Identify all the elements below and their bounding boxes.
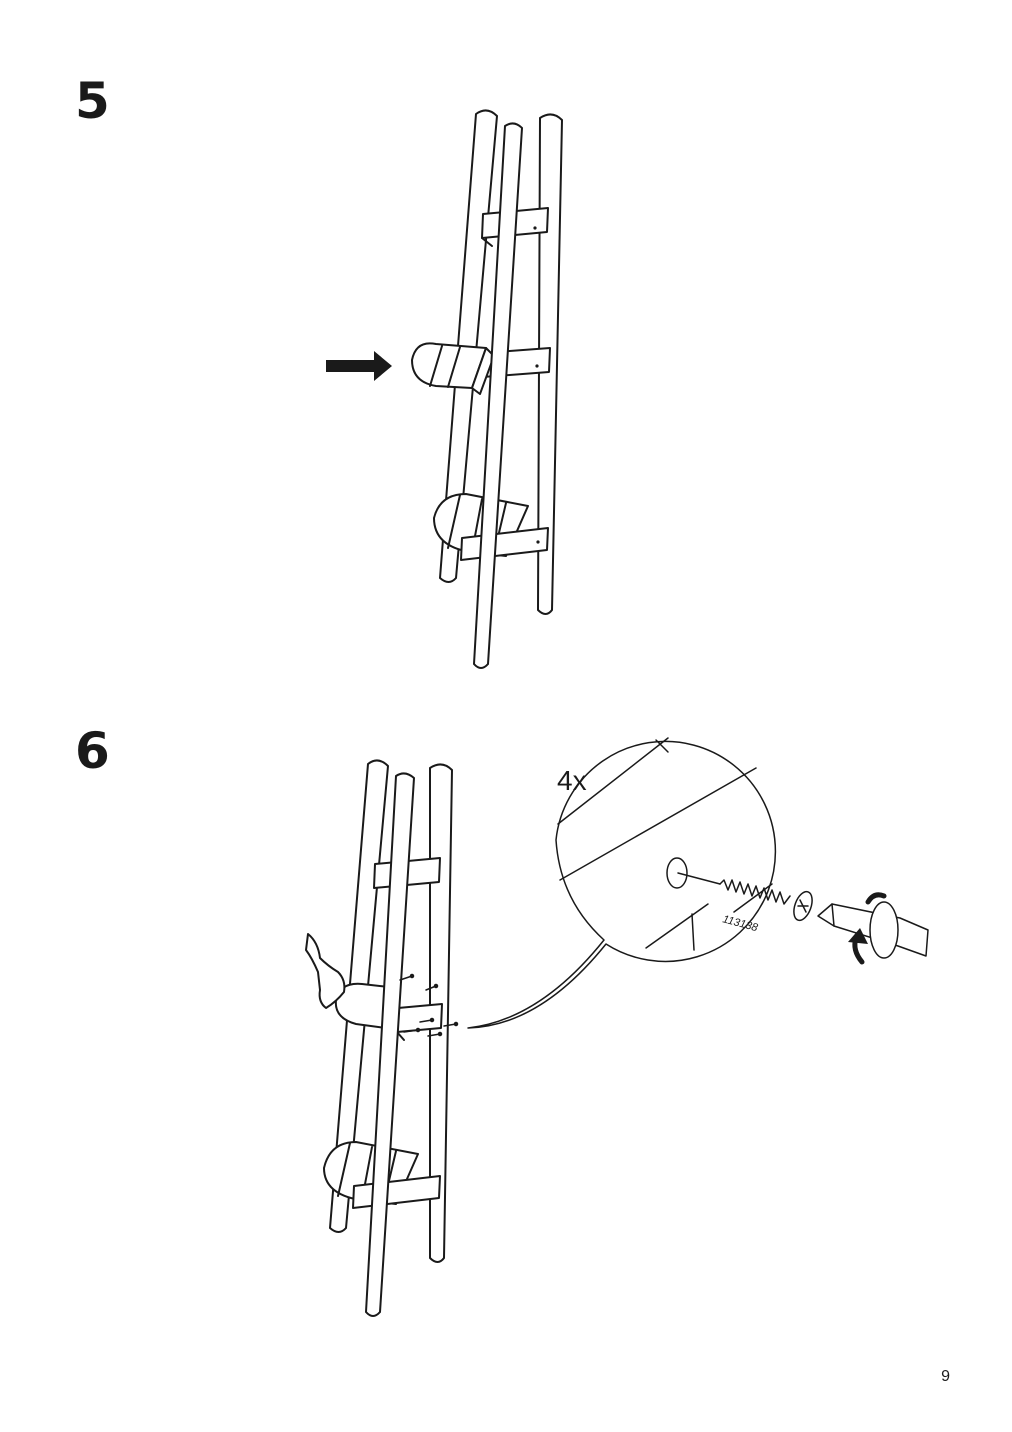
- hand-icon: [305, 933, 346, 1009]
- step-5-illustration: [326, 109, 563, 669]
- screwdriver-icon: [817, 901, 929, 959]
- push-arrow-icon: [326, 351, 392, 381]
- screw-icon: [677, 872, 813, 922]
- step-5-number: 5: [75, 72, 110, 130]
- step-6-number: 6: [75, 722, 110, 780]
- rotate-clockwise-icon: [848, 892, 887, 965]
- step-6-illustration: 4x 113138: [305, 737, 929, 1317]
- quantity-label: 4x: [557, 765, 587, 796]
- page-number: 9: [941, 1368, 950, 1385]
